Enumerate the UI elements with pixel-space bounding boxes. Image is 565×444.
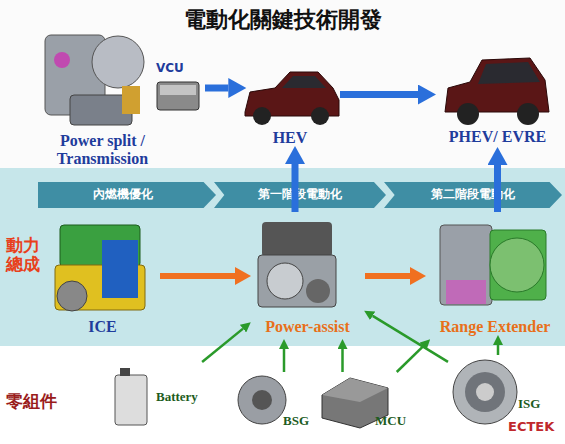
- engine-head: [262, 222, 332, 257]
- bsg-pulley: [252, 390, 272, 410]
- car-wheel: [311, 107, 329, 125]
- engine-pulley: [57, 281, 87, 311]
- suv-window: [478, 62, 540, 84]
- component-node: HEV: [240, 42, 340, 147]
- component-node: ICE: [45, 212, 160, 340]
- transmission-part: [54, 52, 70, 68]
- engine-pulley: [267, 263, 303, 299]
- flow-arrow: [341, 349, 344, 372]
- flow-arrow: [365, 273, 410, 279]
- stage-chevron: 第二階段電動化: [384, 182, 562, 208]
- isg-stator: [453, 360, 517, 424]
- flow-arrow: [202, 329, 243, 362]
- component-label: VCU: [156, 62, 205, 75]
- car-wheel: [517, 103, 539, 125]
- watermark: ECTEK: [508, 420, 564, 435]
- component-node: MCU: [320, 372, 410, 434]
- vcu-module-top: [160, 85, 196, 95]
- flow-arrow: [497, 345, 500, 355]
- component-label: Range Extender: [425, 318, 565, 336]
- component-label: Power split / Transmission: [35, 132, 170, 168]
- component-node: Power split / Transmission: [35, 28, 170, 176]
- engine-block: [258, 255, 336, 307]
- flow-arrow: [160, 273, 235, 279]
- isg-rotor: [465, 372, 505, 412]
- flow-arrow: [340, 91, 418, 98]
- stage-label: 第二階段電動化: [390, 188, 556, 201]
- battery-terminal: [120, 368, 130, 376]
- component-label: ISG: [518, 397, 548, 412]
- isg-hub: [476, 383, 494, 401]
- component-node: Range Extender: [425, 212, 565, 340]
- flow-arrow: [373, 316, 448, 362]
- component-node: PHEV/ EVRE: [435, 40, 560, 148]
- stage-label: 內燃機優化: [38, 188, 208, 201]
- diagram-title: 電動化關鍵技術開發: [0, 5, 565, 35]
- mcu-box-top: [322, 378, 388, 402]
- component-label: ICE: [45, 318, 160, 336]
- bsg-motor: [238, 376, 286, 424]
- car-wheel: [457, 103, 479, 125]
- component-node: BSG: [228, 372, 318, 434]
- component-node: VCU: [150, 62, 205, 114]
- section-label: 動力 總成: [6, 236, 44, 274]
- chevron-fill: [38, 182, 216, 208]
- powertrain-band: [0, 168, 565, 346]
- suv-body: [445, 58, 549, 112]
- extender-engine: [440, 225, 492, 305]
- transmission-part: [122, 86, 140, 114]
- extender-generator: [490, 230, 546, 300]
- stage-chevron: 第一階段電動化: [214, 182, 386, 208]
- component-label: Battery: [156, 390, 208, 405]
- vcu-module: [157, 82, 199, 110]
- component-label: HEV: [240, 129, 340, 147]
- engine-motor: [306, 279, 330, 303]
- component-label: MCU: [375, 414, 410, 429]
- chevron-fill: [214, 182, 386, 208]
- flow-arrow: [397, 346, 423, 372]
- stage-label: 第一階段電動化: [220, 188, 380, 201]
- component-node: Power-assist: [250, 212, 365, 340]
- flow-arrow: [205, 85, 228, 92]
- stage-chevron: 內燃機優化: [38, 182, 216, 208]
- component-node: Battery: [108, 362, 208, 434]
- section-label: 零組件: [6, 392, 66, 411]
- transmission-gear: [92, 36, 144, 88]
- component-label: Power-assist: [250, 318, 365, 336]
- component-label: BSG: [283, 414, 318, 429]
- sedan-window: [282, 76, 326, 88]
- component-band: [0, 346, 565, 444]
- chevron-fill: [384, 182, 562, 208]
- battery-pack: [115, 375, 147, 425]
- engine-manifold: [102, 240, 138, 298]
- extender-part: [446, 280, 486, 304]
- component-label: PHEV/ EVRE: [435, 128, 560, 146]
- generator-rotor: [490, 238, 544, 292]
- flow-arrow: [283, 349, 286, 372]
- car-wheel: [253, 107, 271, 125]
- component-node: ISG: [448, 355, 548, 430]
